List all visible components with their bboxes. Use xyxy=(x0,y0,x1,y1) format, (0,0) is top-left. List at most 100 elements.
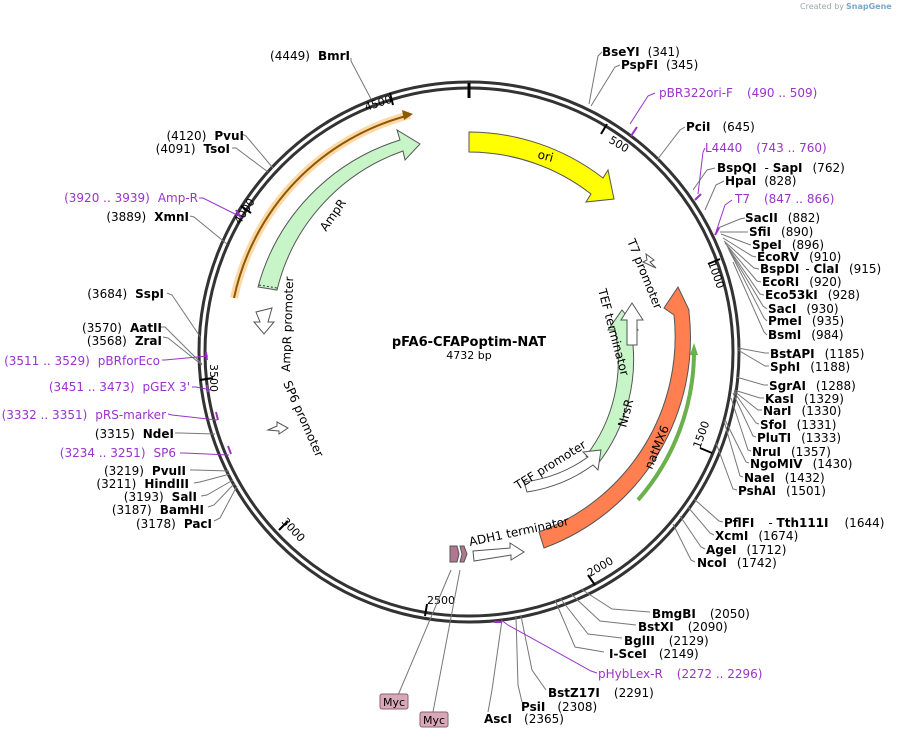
ori-feature[interactable] xyxy=(468,131,615,203)
primer-sp6-range: (3234 .. 3251) xyxy=(60,446,146,460)
site-bsmi[interactable]: BsmI(984) xyxy=(768,328,844,342)
site-ncoi-pos: (1742) xyxy=(737,556,777,570)
site-nari-pos: (1330) xyxy=(802,404,842,418)
site-bglii-name: BglII xyxy=(624,634,655,648)
primer-mark-prs xyxy=(215,411,219,421)
site-naei[interactable]: NaeI(1432) xyxy=(744,471,825,485)
site-pflfi[interactable]: PflFI- Tth111I(1644) xyxy=(724,516,884,530)
myc-tag-marker-2[interactable] xyxy=(459,545,468,563)
site-agei[interactable]: AgeI(1712) xyxy=(706,543,786,557)
site-xcmi[interactable]: XcmI (1674) xyxy=(715,529,798,543)
site-bmgbi[interactable]: BmgBI(2050) xyxy=(652,607,750,621)
leader-nari xyxy=(733,390,762,411)
site-bstapi[interactable]: BstAPI(1185) xyxy=(770,347,864,361)
site-sgrai-name: SgrAI xyxy=(769,379,806,393)
site-hpai[interactable]: HpaI(828) xyxy=(725,174,796,188)
primer-t7[interactable]: T7(847 .. 866) xyxy=(734,192,834,206)
site-zrai[interactable]: (3568)ZraI xyxy=(87,334,162,348)
tef-promoter-feature[interactable] xyxy=(523,449,602,493)
site-saci[interactable]: SacI(930) xyxy=(768,302,839,316)
site-ngomiv[interactable]: NgoMIV(1430) xyxy=(750,457,852,471)
site-sacii[interactable]: SacII(882) xyxy=(745,211,820,225)
site-bglii[interactable]: BglII(2129) xyxy=(624,634,709,648)
myc-tag-marker-1[interactable] xyxy=(449,545,460,563)
myc-box-2[interactable] xyxy=(419,711,449,728)
site-nrui[interactable]: NruI(1357) xyxy=(752,445,831,459)
site-bstxi[interactable]: BstXI(2090) xyxy=(638,620,728,634)
site-sfii[interactable]: SfiI(890) xyxy=(749,225,813,239)
site-bmri[interactable]: (4449)BmrI xyxy=(270,49,350,63)
tef-terminator-feature[interactable] xyxy=(620,302,644,346)
leader-sali xyxy=(200,479,234,497)
site-aatii[interactable]: (3570)AatII xyxy=(82,321,162,335)
tick-label-500: 500 xyxy=(606,133,631,155)
site-bamhi[interactable]: (3187)BamHI xyxy=(112,503,204,517)
primer-pgex[interactable]: (3451 .. 3473)pGEX 3' xyxy=(49,380,190,394)
site-pmei-pos: (935) xyxy=(812,314,844,328)
sp6-promoter-feature[interactable] xyxy=(266,421,289,435)
plasmid-size: 4732 bp xyxy=(446,349,491,362)
site-ncoi[interactable]: NcoI(1742) xyxy=(697,556,777,570)
site-pshai[interactable]: PshAI(1501) xyxy=(738,484,826,498)
site-xmni[interactable]: (3889)XmnI xyxy=(106,210,189,224)
site-hindiii-pos: (3211) xyxy=(96,477,136,491)
site-iscei[interactable]: I-SceI(2149) xyxy=(609,647,699,661)
leader-pmei xyxy=(728,249,768,322)
site-pcii[interactable]: PciI(645) xyxy=(686,120,755,134)
site-sgrai-pos: (1288) xyxy=(816,379,856,393)
site-ecorv[interactable]: EcoRV(910) xyxy=(757,250,841,264)
site-ecori[interactable]: EcoRI(920) xyxy=(762,275,842,289)
site-hindiii[interactable]: (3211)HindIII xyxy=(96,477,189,491)
leader-asci xyxy=(487,619,503,713)
natmx6-feature[interactable] xyxy=(538,285,691,549)
site-pvuii[interactable]: (3219)PvuII xyxy=(104,464,186,478)
site-sali[interactable]: (3193)SalI xyxy=(124,490,197,504)
primer-ampr[interactable]: (3920 .. 3939)Amp-R xyxy=(64,191,198,205)
site-pluti[interactable]: PluTI(1333) xyxy=(757,431,841,445)
primer-sp6[interactable]: (3234 .. 3251)SP6 xyxy=(60,446,176,460)
myc-labels: Myc Myc xyxy=(379,693,449,728)
primer-marks xyxy=(205,126,720,623)
site-bseyi[interactable]: BseYI(341) xyxy=(602,45,680,59)
site-sspi[interactable]: (3684)SspI xyxy=(87,287,164,301)
leader-pflfi xyxy=(693,498,724,523)
site-sgrai[interactable]: SgrAI (1288) xyxy=(769,379,856,393)
ampr-feature[interactable] xyxy=(257,128,421,291)
site-eco53ki[interactable]: Eco53kI(928) xyxy=(765,288,860,302)
myc-box-1[interactable] xyxy=(379,693,409,710)
site-asci[interactable]: AscI(2365) xyxy=(484,712,564,726)
primer-pbr322ori[interactable]: pBR322ori-F(490 .. 509) xyxy=(659,86,817,100)
ampr-promoter-feature[interactable] xyxy=(252,307,276,335)
site-pvui[interactable]: (4120)PvuI xyxy=(166,129,244,143)
site-bspqi[interactable]: BspQI- SapI(762) xyxy=(717,161,845,175)
site-saci-name: SacI xyxy=(768,302,796,316)
site-spei[interactable]: SpeI(896) xyxy=(752,238,824,252)
site-paci[interactable]: (3178)PacI xyxy=(136,517,212,531)
site-ndei[interactable]: (3315)NdeI xyxy=(95,427,174,441)
site-bstapi-pos: (1185) xyxy=(825,347,865,361)
site-bspdi[interactable]: BspDI- ClaI(915) xyxy=(760,262,881,276)
site-xcmi-name: XcmI xyxy=(715,529,748,543)
site-pspfi[interactable]: PspFI(345) xyxy=(621,58,698,72)
site-psii-pos: (2308) xyxy=(557,700,597,714)
adh1-terminator-feature[interactable] xyxy=(472,542,525,562)
site-psii[interactable]: PsiI(2308) xyxy=(521,700,597,714)
site-bstz17i[interactable]: BstZ17I(2291) xyxy=(548,686,654,700)
site-pshai-name: PshAI xyxy=(738,484,776,498)
site-eco53ki-name: Eco53kI xyxy=(765,288,818,302)
primer-pbrforeco[interactable]: (3511 .. 3529)pBRforEco xyxy=(4,354,160,368)
site-pluti-pos: (1333) xyxy=(801,431,841,445)
site-hpai-pos: (828) xyxy=(764,174,796,188)
site-pmei[interactable]: PmeI(935) xyxy=(768,314,844,328)
site-kasi[interactable]: KasI(1329) xyxy=(765,392,844,406)
site-sfoi[interactable]: SfoI(1331) xyxy=(760,418,836,432)
t7-promoter-feature[interactable] xyxy=(641,252,657,269)
site-sphi[interactable]: SphI(1188) xyxy=(770,360,850,374)
primer-prs[interactable]: (3332 .. 3351)pRS-marker xyxy=(2,408,166,422)
site-tsoi[interactable]: (4091)TsoI xyxy=(156,142,230,156)
site-xcmi-pos: (1674) xyxy=(758,529,798,543)
nrsr-feature[interactable] xyxy=(585,309,640,466)
primer-l4440[interactable]: L4440(743 .. 760) xyxy=(705,141,827,155)
site-nari[interactable]: NarI(1330) xyxy=(763,404,841,418)
primer-phyblex[interactable]: pHybLex-R(2272 .. 2296) xyxy=(598,667,762,681)
